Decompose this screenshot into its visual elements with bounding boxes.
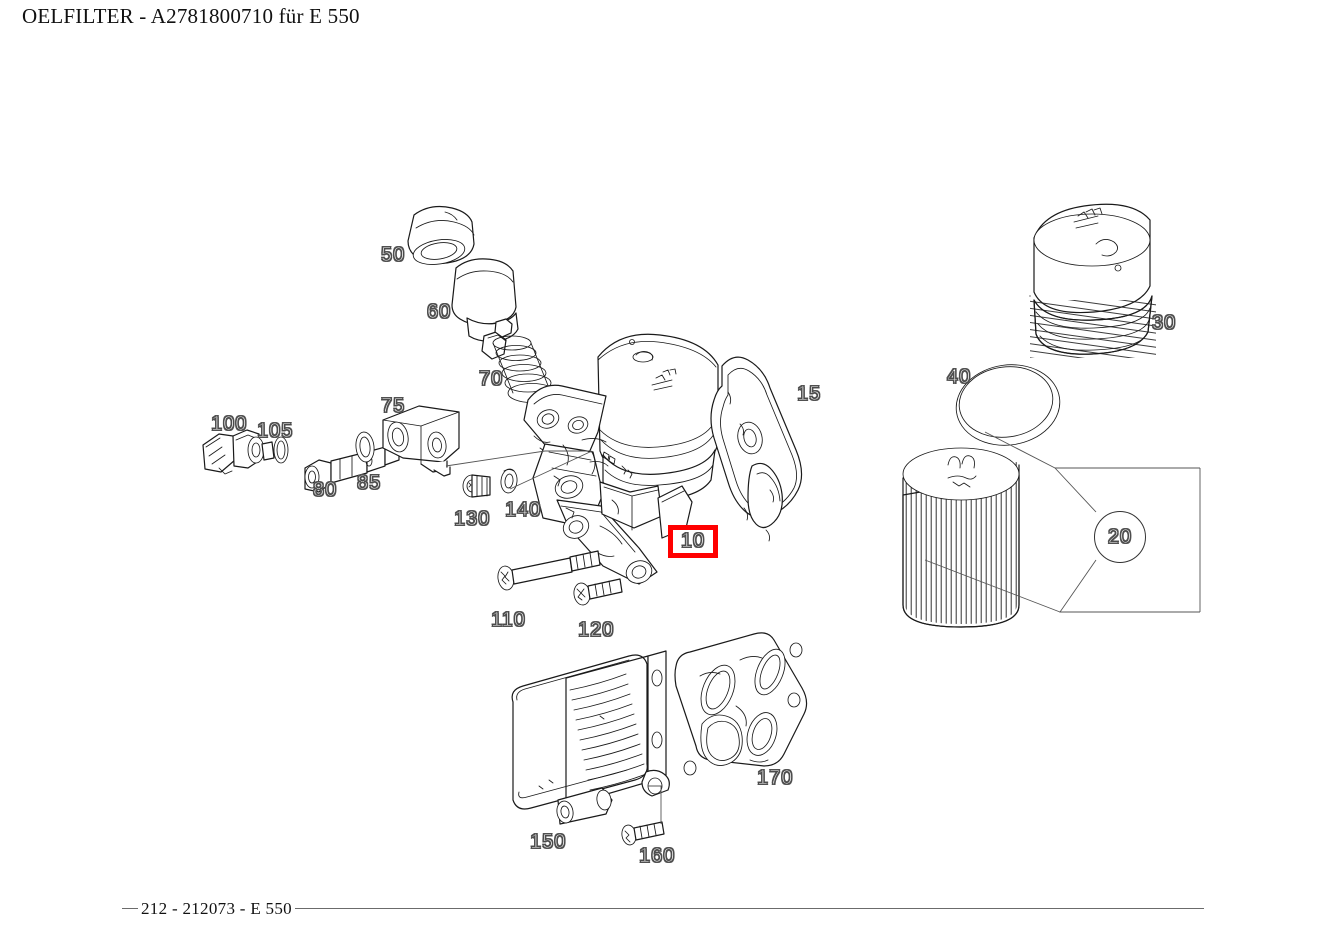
part-160-cooler-bolt: [621, 821, 665, 846]
part-70-coil-spring: [492, 335, 557, 403]
callout-130: 130: [453, 508, 491, 530]
callout-balloon-20-label: 20: [1107, 525, 1133, 548]
callout-50: 50: [380, 244, 406, 266]
callout-170: 170: [756, 767, 794, 789]
page-title: OELFILTER - A2781800710 für E 550: [22, 4, 360, 28]
callout-85: 85: [356, 472, 382, 494]
footer-caption: 212 - 212073 - E 550: [138, 899, 295, 919]
part-85-o-ring: [355, 431, 375, 463]
part-170-cooler-gasket: [674, 632, 808, 776]
callout-120: 120: [577, 619, 615, 641]
footer-divider: [122, 908, 1204, 909]
part-130-threaded-plug: [462, 474, 491, 498]
callout-15: 15: [796, 383, 822, 405]
part-140-washer: [500, 468, 518, 494]
highlight-annotation-part-10[interactable]: 10: [668, 525, 718, 558]
callout-60: 60: [426, 301, 452, 323]
callout-105: 105: [256, 420, 294, 442]
part-75-housing-block: [382, 405, 460, 477]
callout-100: 100: [210, 413, 248, 435]
part-150-oil-cooler: [511, 650, 670, 825]
callout-80: 80: [312, 479, 338, 501]
part-20-filter-element: [902, 447, 1020, 628]
callout-150: 150: [529, 831, 567, 853]
callout-40: 40: [946, 366, 972, 388]
callout-10: 10: [680, 530, 706, 553]
part-30-filter-cap: [1029, 203, 1156, 358]
part-100-sensor: [202, 429, 275, 475]
callout-160: 160: [638, 845, 676, 867]
callout-70: 70: [478, 368, 504, 390]
callout-balloon-20: 20: [1094, 511, 1146, 563]
leader-lines: [445, 431, 1201, 824]
part-10-filter-housing: [523, 333, 719, 585]
part-110-long-bolt: [497, 550, 601, 591]
part-80-spool-valve: [304, 442, 400, 493]
callout-140: 140: [504, 499, 542, 521]
part-105-o-ring: [273, 436, 289, 464]
part-60-valve-body: [451, 258, 519, 360]
callout-75: 75: [380, 395, 406, 417]
part-40-o-ring-large: [955, 364, 1061, 446]
callout-110: 110: [491, 609, 526, 631]
part-15-gasket: [710, 356, 803, 542]
part-50-cap: [407, 205, 475, 265]
part-120-short-bolt: [573, 578, 623, 606]
callout-30: 30: [1151, 312, 1177, 334]
